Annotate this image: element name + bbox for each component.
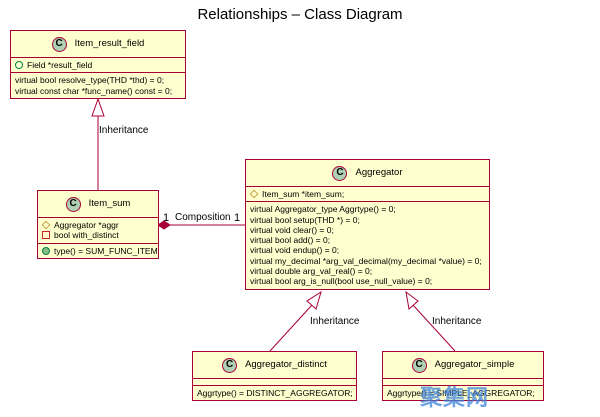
class-spot-icon: C — [65, 196, 81, 212]
public-visibility-icon — [42, 246, 50, 255]
label-inheritance-top: Inheritance — [99, 125, 149, 136]
method-row: virtual const char *func_name() const = … — [15, 85, 173, 96]
method-row: virtual void clear() = 0; — [250, 224, 334, 235]
method-row: Aggrtype() = SIMPLE_AGGREGATOR; — [387, 388, 535, 398]
label-composition-mult-left: 1 — [163, 212, 170, 224]
public-visibility-icon — [15, 61, 23, 70]
field-row: bool with_distinct — [42, 230, 154, 240]
class-spot-icon: C — [411, 357, 427, 373]
method-row: virtual my_decimal *arg_val_decimal(my_d… — [250, 255, 482, 266]
field-row: Item_sum *item_sum; — [249, 189, 485, 199]
methods-section: type() = SUM_FUNC_ITEM — [38, 244, 158, 258]
method-row: virtual bool arg_is_null(bool use_null_v… — [250, 276, 433, 287]
class-header: C Item_sum — [38, 191, 158, 218]
field-row: Aggregator *aggr — [41, 220, 154, 230]
class-name: Aggregator_distinct — [245, 358, 327, 370]
class-item-result-field[interactable]: C Item_result_field Field *result_field … — [10, 30, 186, 99]
fields-section — [193, 379, 356, 386]
method-row: virtual void endup() = 0; — [250, 245, 340, 256]
methods-section: Aggrtype() = DISTINCT_AGGREGATOR; — [193, 386, 356, 400]
protected-visibility-icon — [41, 220, 51, 230]
inheritance-arrowhead-item-result-field — [91, 97, 105, 117]
field-text: Field *result_field — [27, 60, 93, 70]
fields-section — [383, 379, 543, 386]
watermark-logo: 聚集网 — [420, 386, 490, 411]
method-row: Aggrtype() = DISTINCT_AGGREGATOR; — [197, 388, 353, 398]
label-inheritance-simple: Inheritance — [432, 316, 482, 327]
label-composition: Composition — [175, 212, 231, 223]
label-inheritance-distinct: Inheritance — [310, 316, 360, 327]
methods-section: Aggrtype() = SIMPLE_AGGREGATOR; — [383, 386, 543, 400]
class-header: C Aggregator_simple — [383, 352, 543, 379]
inheritance-arrowhead-simple — [405, 290, 419, 310]
class-item-sum[interactable]: C Item_sum Aggregator *aggr bool with_di… — [37, 190, 159, 259]
method-row: virtual bool add() = 0; — [250, 235, 331, 246]
edge-inheritance-simple — [412, 304, 456, 352]
methods-section: virtual bool resolve_type(THD *thd) = 0;… — [11, 73, 185, 98]
method-row: virtual double arg_val_real() = 0; — [250, 266, 373, 277]
class-aggregator[interactable]: C Aggregator Item_sum *item_sum; virtual… — [245, 159, 490, 290]
field-text: Aggregator *aggr — [54, 220, 119, 230]
class-name: Aggregator_simple — [434, 358, 515, 370]
method-row: virtual bool resolve_type(THD *thd) = 0; — [15, 75, 165, 86]
composition-diamond — [157, 220, 171, 230]
methods-section: virtual Aggregator_type Aggrtype() = 0; … — [246, 202, 489, 288]
inheritance-arrowhead-distinct — [306, 290, 322, 310]
edge-inheritance-distinct — [269, 304, 313, 352]
private-visibility-icon — [42, 231, 50, 240]
class-header: C Aggregator_distinct — [193, 352, 356, 379]
fields-section: Field *result_field — [11, 58, 185, 74]
method-row: virtual bool setup(THD *) = 0; — [250, 214, 360, 225]
class-name: Item_sum — [88, 197, 131, 209]
method-row: type() = SUM_FUNC_ITEM — [42, 246, 158, 256]
class-name: Item_result_field — [74, 37, 145, 49]
diagram-title: Relationships – Class Diagram — [197, 6, 403, 23]
fields-section: Item_sum *item_sum; — [246, 187, 489, 203]
method-row: virtual Aggregator_type Aggrtype() = 0; — [250, 204, 396, 215]
protected-visibility-icon — [249, 189, 259, 199]
class-spot-icon: C — [51, 36, 67, 52]
class-aggregator-distinct[interactable]: C Aggregator_distinct Aggrtype() = DISTI… — [192, 351, 357, 402]
field-text: Item_sum *item_sum; — [262, 189, 345, 199]
class-aggregator-simple[interactable]: C Aggregator_simple Aggrtype() = SIMPLE_… — [382, 351, 544, 402]
field-text: bool with_distinct — [54, 230, 119, 241]
method-text: type() = SUM_FUNC_ITEM — [54, 245, 158, 256]
class-header: C Item_result_field — [11, 31, 185, 58]
label-composition-mult-right: 1 — [234, 212, 241, 224]
field-row: Field *result_field — [15, 60, 181, 70]
class-name: Aggregator — [355, 166, 403, 178]
class-spot-icon: C — [332, 165, 348, 181]
class-header: C Aggregator — [246, 160, 489, 187]
class-spot-icon: C — [222, 357, 238, 373]
fields-section: Aggregator *aggr bool with_distinct — [38, 218, 158, 244]
